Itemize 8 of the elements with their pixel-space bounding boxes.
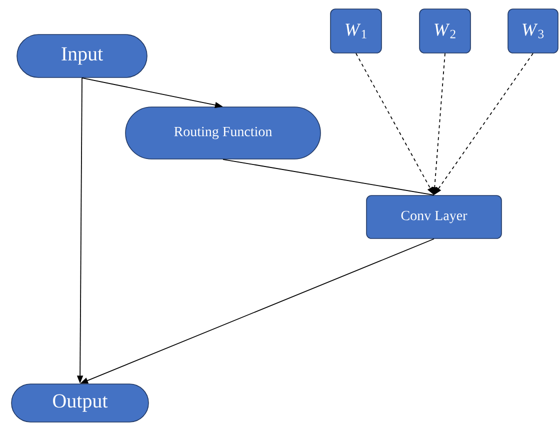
terminal-node: Input	[16, 34, 148, 78]
layer-box: Conv Layer	[366, 195, 502, 239]
terminal-node: Output	[11, 384, 149, 422]
connector-line	[222, 158, 434, 196]
process-node: Routing Function	[125, 106, 321, 160]
weight-box: W$_{1}$	[330, 8, 382, 54]
weight-box: W$_{3}$	[508, 8, 558, 54]
weight-box: W$_{2}$	[419, 8, 471, 54]
